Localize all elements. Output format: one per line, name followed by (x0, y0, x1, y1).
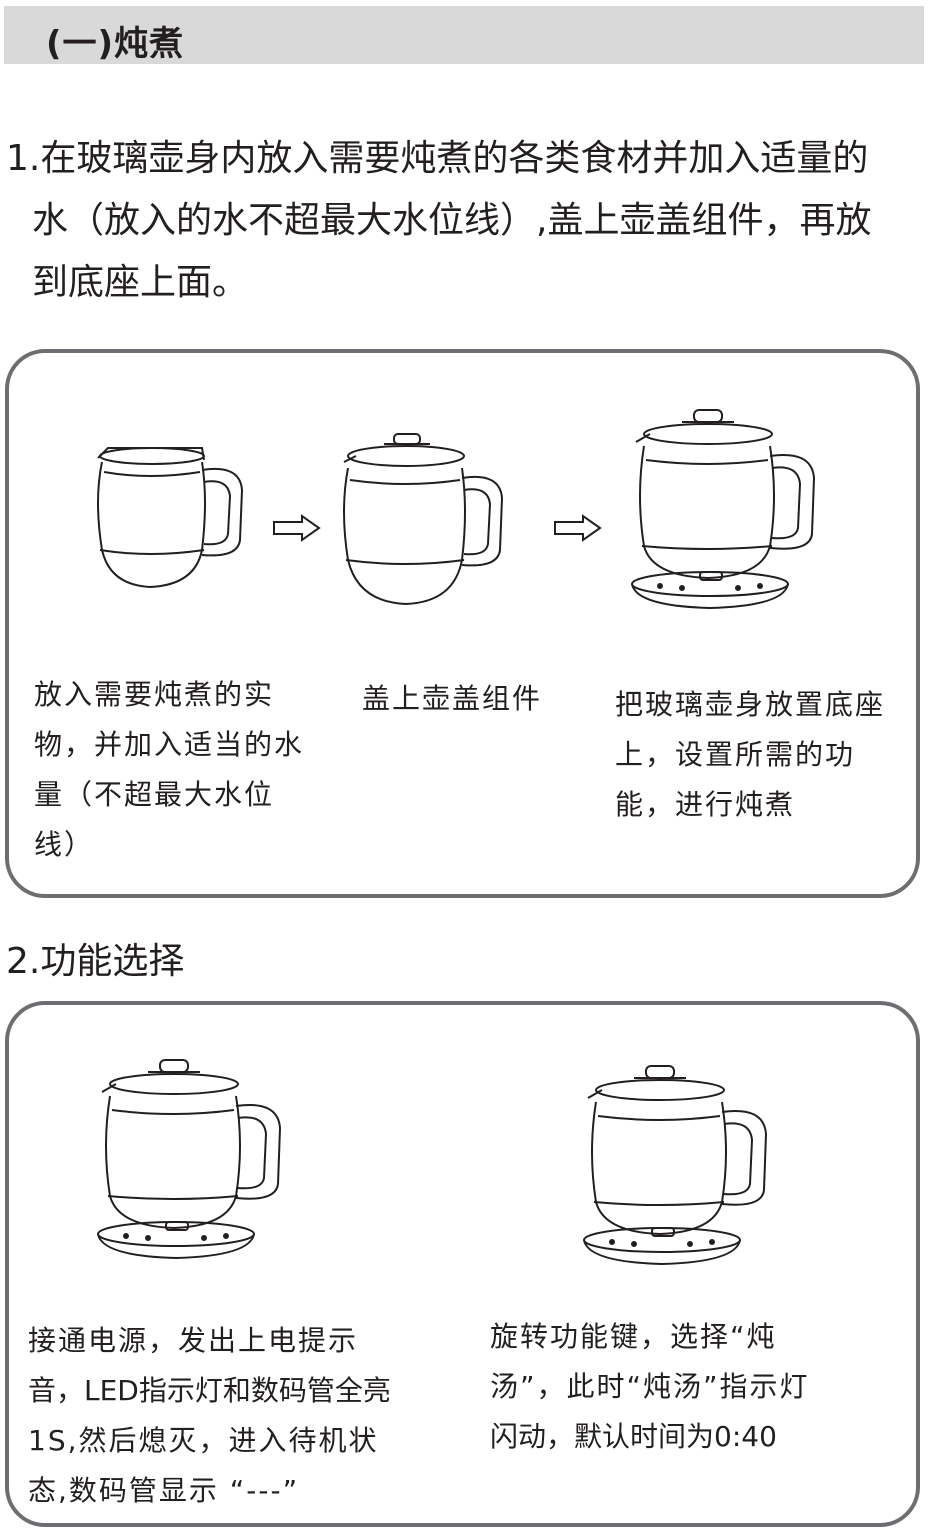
kettle-on-base-icon (97, 1059, 282, 1260)
step1-caption-a: 放入需要炖煮的实 物，并加入适当的水 量（不超最大水位 线） (34, 670, 324, 870)
caption-line: 汤”，此时“炖汤”指示灯 (490, 1370, 810, 1403)
caption-line: 放入需要炖煮的实 (34, 678, 275, 711)
caption-line: 1S,然后熄灭，进入待机状 (28, 1424, 379, 1457)
step1-caption-b: 盖上壶盖组件 (362, 674, 582, 724)
arrow-right-icon (273, 514, 321, 542)
step1-illustration-panel (5, 349, 920, 898)
step1-line-3: 到底座上面。 (32, 262, 249, 303)
caption-line: 接通电源，发出上电提示 (28, 1324, 359, 1357)
kettle-on-base-icon (631, 409, 816, 610)
kettle-on-base-icon (583, 1065, 768, 1266)
section-title: (一)炖煮 (46, 24, 185, 64)
step1-line-2: 水（放入的水不超最大水位线）,盖上壶盖组件，再放 (32, 200, 872, 241)
caption-line: 音，LED指示灯和数码管全亮 (28, 1374, 391, 1407)
step1-caption-c: 把玻璃壶身放置底座 上，设置所需的功 能，进行炖煮 (615, 680, 905, 830)
kettle-with-lid-icon (343, 433, 504, 606)
caption-line: 能，进行炖煮 (615, 788, 796, 821)
step2-caption-a: 接通电源，发出上电提示 音，LED指示灯和数码管全亮 1S,然后熄灭，进入待机状… (28, 1316, 428, 1516)
caption-line: 闪动，默认时间为0:40 (490, 1420, 777, 1453)
step2-caption-b: 旋转功能键，选择“炖 汤”，此时“炖汤”指示灯 闪动，默认时间为0:40 (490, 1312, 870, 1462)
caption-line: 盖上壶盖组件 (362, 682, 543, 715)
arrow-right-icon (554, 514, 602, 542)
caption-line: 上，设置所需的功 (615, 738, 856, 771)
step1-line-1: 1.在玻璃壶身内放入需要炖煮的各类食材并加入适量的 (6, 138, 869, 179)
step2-illustration-panel (5, 1001, 920, 1527)
caption-line: 态,数码管显示 “---” (28, 1474, 300, 1507)
section-header: (一)炖煮 (4, 6, 924, 64)
step1-instructions: 1.在玻璃壶身内放入需要炖煮的各类食材并加入适量的 水（放入的水不超最大水位线）… (6, 128, 926, 314)
caption-line: 物，并加入适当的水 (34, 728, 305, 761)
caption-line: 量（不超最大水位 (34, 778, 275, 811)
caption-line: 把玻璃壶身放置底座 (615, 688, 886, 721)
caption-line: 旋转功能键，选择“炖 (490, 1320, 777, 1353)
lid-knob (393, 433, 421, 445)
caption-line: 线） (34, 828, 95, 861)
kettle-jug-icon (97, 447, 244, 589)
step2-title: 2.功能选择 (6, 941, 185, 982)
